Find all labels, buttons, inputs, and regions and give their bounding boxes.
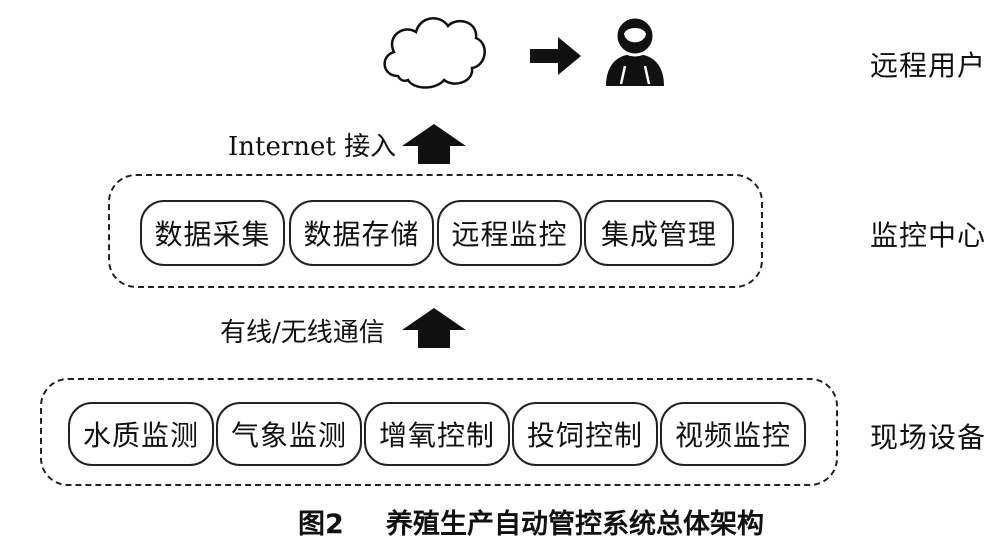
arrow-right-icon xyxy=(530,36,582,76)
module-feeding-control: 投饲控制 xyxy=(512,402,658,466)
figure-number: 图2 xyxy=(298,509,344,540)
module-data-storage: 数据存储 xyxy=(289,200,434,266)
module-water-quality-monitoring: 水质监测 xyxy=(68,402,214,466)
field-devices-group xyxy=(40,378,838,486)
arrow-up-icon xyxy=(400,124,468,164)
module-integrated-management: 集成管理 xyxy=(584,200,734,266)
layer-label-monitoring-center: 监控中心 xyxy=(870,219,987,252)
internet-access-label: Internet 接入 xyxy=(228,132,397,162)
user-icon xyxy=(604,14,666,86)
module-video-monitoring: 视频监控 xyxy=(660,402,806,466)
module-weather-monitoring: 气象监测 xyxy=(216,402,362,466)
communication-label: 有线/无线通信 xyxy=(220,318,385,348)
layer-label-remote-user: 远程用户 xyxy=(870,49,987,82)
cloud-icon xyxy=(378,10,490,92)
monitoring-center-group xyxy=(108,174,763,288)
figure-title: 养殖生产自动管控系统总体架构 xyxy=(386,509,764,540)
module-remote-monitoring: 远程监控 xyxy=(437,200,582,266)
layer-label-field-devices: 现场设备 xyxy=(870,421,987,454)
arrow-up-icon xyxy=(400,308,468,348)
module-aeration-control: 增氧控制 xyxy=(364,402,510,466)
module-data-acquisition: 数据采集 xyxy=(140,200,285,266)
